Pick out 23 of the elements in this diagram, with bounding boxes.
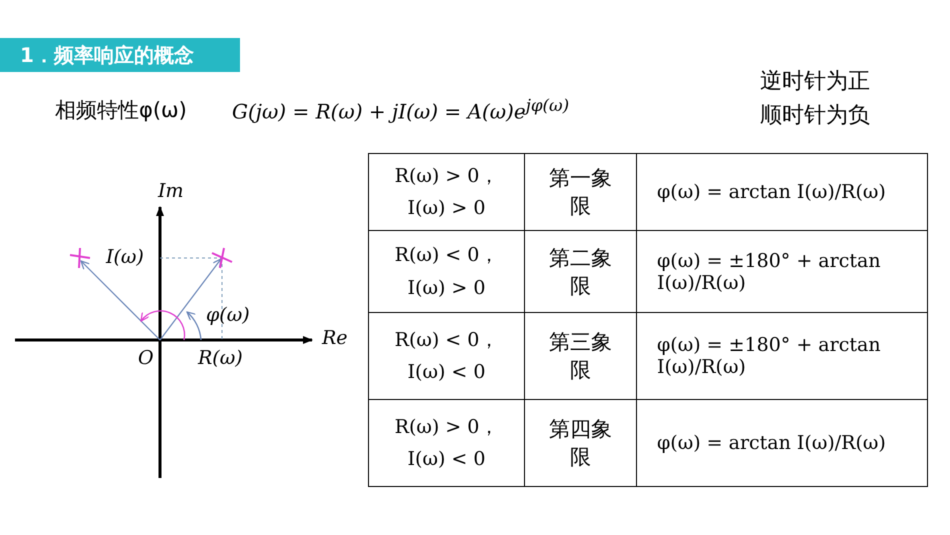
table-cell: R(ω) < 0， I(ω) > 0	[368, 230, 524, 312]
angle-label: φ(ω)	[206, 304, 250, 326]
note: 逆时针为正	[760, 68, 870, 96]
table-cell: 第一象限	[524, 154, 636, 230]
table-cell: φ(ω) = arctan I(ω)/R(ω)	[636, 400, 928, 486]
table-cell: R(ω) > 0， I(ω) > 0	[368, 154, 524, 230]
table-cell: φ(ω) = arctan I(ω)/R(ω)	[636, 154, 928, 230]
table-cell: φ(ω) = ±180° + arctan I(ω)/R(ω)	[636, 312, 928, 400]
axis-label: I(ω)	[106, 246, 144, 268]
formula: G(jω) = R(ω) + jI(ω) = A(ω)e$^{jφ(ω)}$	[232, 96, 570, 124]
axis-label: R(ω)	[198, 347, 243, 369]
table-cell: 第三象限	[524, 312, 636, 400]
section-title: 1．频率响应的概念	[0, 38, 240, 72]
axis-label: Re	[322, 327, 348, 349]
subtitle: 相频特性φ(ω)	[55, 97, 187, 124]
table-cell: R(ω) < 0， I(ω) < 0	[368, 312, 524, 400]
table-cell: R(ω) > 0， I(ω) < 0	[368, 400, 524, 486]
note: 顺时针为负	[760, 102, 870, 130]
table-cell: 第二象限	[524, 230, 636, 312]
axis-label: Im	[158, 180, 184, 202]
origin-label: O	[138, 347, 154, 369]
table-cell: 第四象限	[524, 400, 636, 486]
table-cell: φ(ω) = ±180° + arctan I(ω)/R(ω)	[636, 230, 928, 312]
